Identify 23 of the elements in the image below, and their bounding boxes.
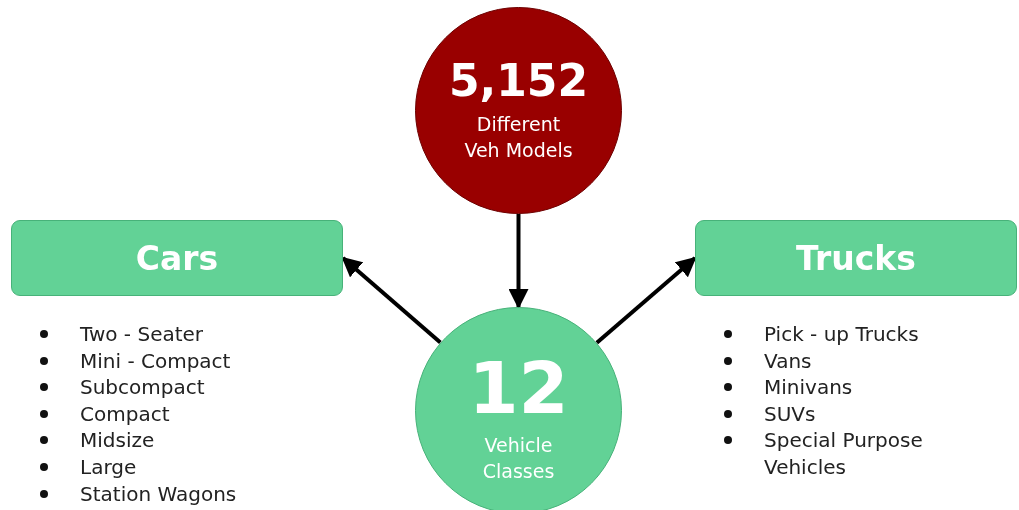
arrow — [595, 256, 697, 345]
stat-caption: Different Veh Models — [463, 111, 574, 163]
list-item: Vans — [724, 347, 984, 375]
stat-caption: Vehicle Classes — [481, 432, 556, 484]
stat-number: 5,152 — [448, 58, 589, 103]
list-item: Minivans — [724, 374, 984, 401]
list-item: Two - Seater — [40, 321, 340, 348]
list-item: Large — [40, 453, 340, 481]
arrow — [508, 214, 529, 309]
list-item: Midsize — [40, 427, 340, 454]
category-box — [11, 220, 343, 296]
category-title: Trucks — [796, 238, 916, 278]
list-item: Special Purpose Vehicles — [724, 427, 984, 481]
list-item: Compact — [40, 400, 340, 428]
list-item: Subcompact — [40, 374, 340, 401]
list-item: Pick - up Trucks — [724, 321, 984, 348]
list-item: SUVs — [724, 400, 984, 428]
category-box — [695, 220, 1017, 296]
list-item: Mini - Compact — [40, 347, 340, 375]
arrow — [341, 256, 442, 345]
list-item: Station Wagons — [40, 480, 340, 508]
category-title: Cars — [135, 238, 219, 278]
stat-number: 12 — [468, 351, 569, 424]
